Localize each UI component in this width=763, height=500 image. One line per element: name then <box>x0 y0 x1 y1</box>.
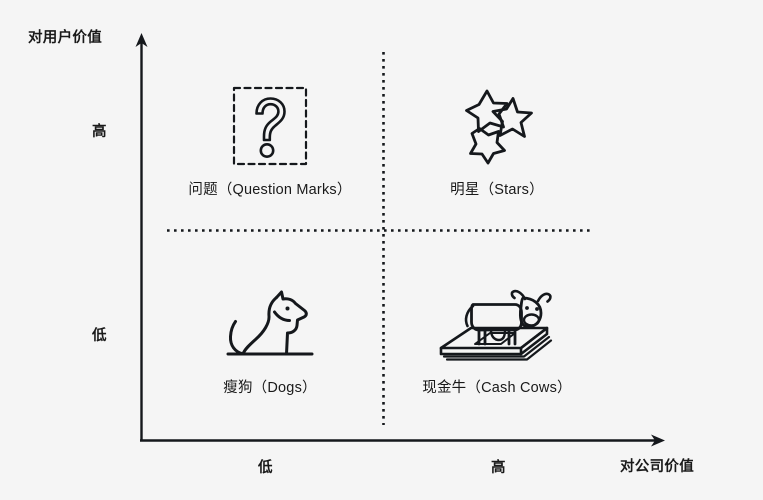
quadrant-stars: 明星（Stars） <box>392 80 602 199</box>
stars-icon <box>465 89 533 165</box>
quadrant-label-dogs: 瘦狗（Dogs） <box>223 380 317 396</box>
quadrant-question-marks: 问题（Question Marks） <box>165 80 375 199</box>
quadrant-icon-wrapper <box>435 278 559 370</box>
quadrant-dogs: 瘦狗（Dogs） <box>165 278 375 397</box>
cow-on-money-icon <box>439 289 553 361</box>
quadrant-label-stars: 明星（Stars） <box>450 182 544 198</box>
quadrant-cash-cows: 现金牛（Cash Cows） <box>392 278 602 397</box>
x-axis-tick-high: 高 <box>491 460 506 476</box>
y-axis-title: 对用户价值 <box>28 30 102 46</box>
quadrant-label-question-marks: 问题（Question Marks） <box>188 182 352 198</box>
quadrant-icon-wrapper <box>231 80 309 172</box>
x-axis-arrowhead <box>651 434 665 447</box>
question-mark-icon <box>232 86 308 166</box>
quadrant-label-cash-cows: 现金牛（Cash Cows） <box>422 380 572 396</box>
x-axis-title: 对公司价值 <box>620 459 694 475</box>
y-axis-tick-high: 高 <box>92 124 107 140</box>
dog-icon <box>226 290 314 356</box>
x-axis-tick-low: 低 <box>258 460 273 476</box>
quadrant-icon-wrapper <box>222 278 318 370</box>
quadrant-icon-wrapper <box>455 80 539 172</box>
y-axis-arrowhead <box>135 33 148 47</box>
y-axis-tick-low: 低 <box>92 328 107 344</box>
